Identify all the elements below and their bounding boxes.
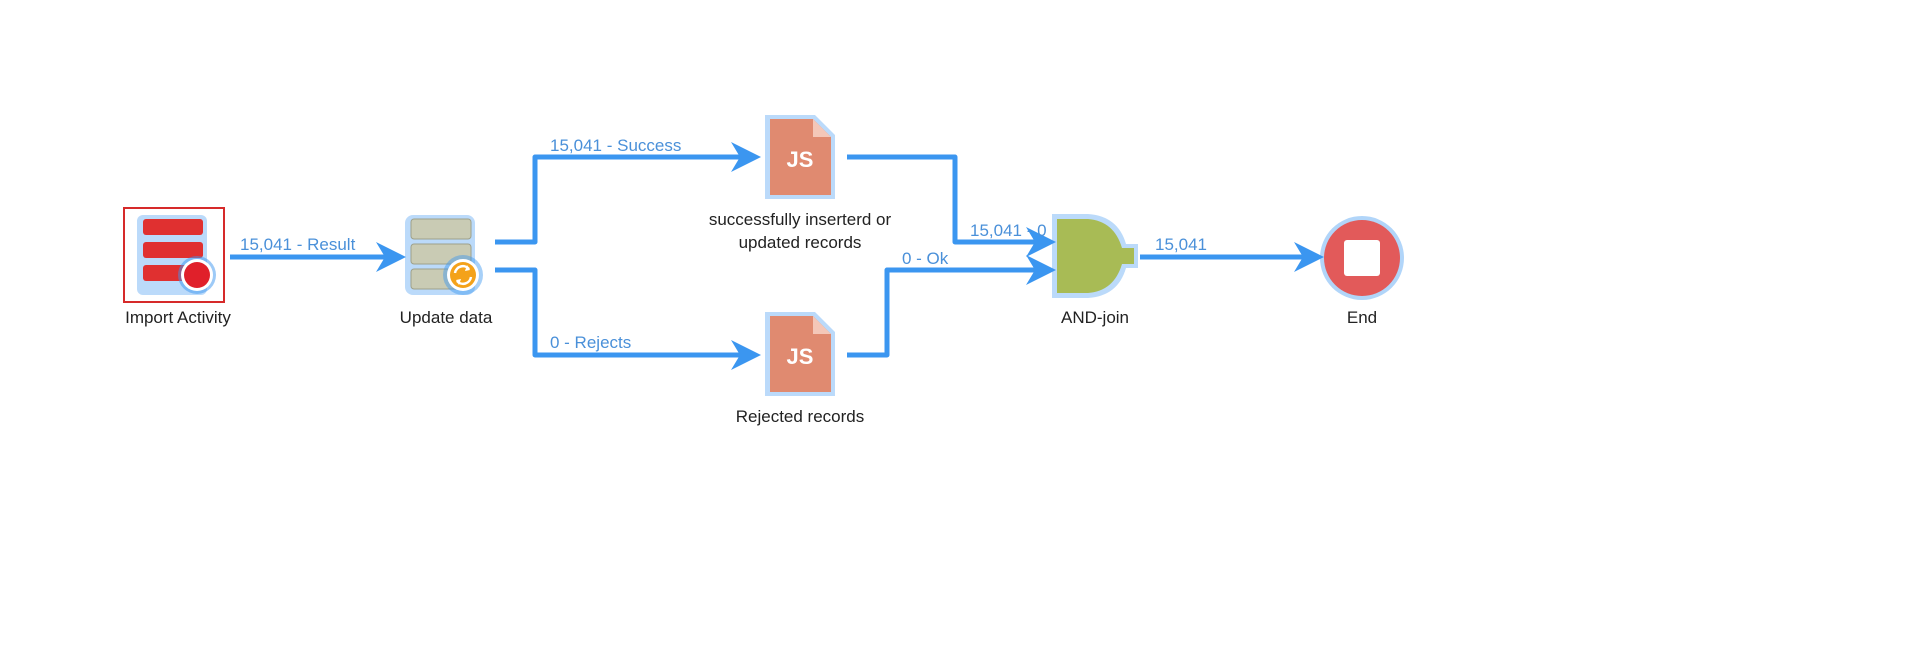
js-success-label-line2: updated records <box>738 233 862 252</box>
transition-rejects[interactable] <box>495 267 761 370</box>
transition-to-end-label[interactable]: 15,041 <box>1155 235 1207 254</box>
transition-success[interactable] <box>495 142 761 245</box>
transition-success-label[interactable]: 15,041 - Success <box>550 136 682 155</box>
end-node[interactable] <box>1318 214 1406 302</box>
import-activity-node[interactable] <box>135 213 219 297</box>
and-join-node[interactable] <box>1048 212 1140 300</box>
end-label: End <box>1346 308 1378 327</box>
update-data-icon <box>405 215 483 295</box>
js-rejects-badge: JS <box>787 344 814 369</box>
js-success-label-line1: successfully inserterd or <box>708 210 892 229</box>
update-data-node[interactable] <box>403 213 495 297</box>
javascript-file-icon: JS <box>765 115 835 199</box>
js-rejects-node[interactable]: JS <box>761 310 837 398</box>
selection-frame <box>123 207 225 303</box>
js-rejects-label: Rejected records <box>735 407 865 426</box>
import-database-icon <box>137 215 216 295</box>
transition-ok-upper[interactable] <box>847 154 1056 257</box>
js-success-node[interactable]: JS <box>761 113 837 201</box>
import-activity-label: Import Activity <box>125 308 231 327</box>
transition-ok-lower-label[interactable]: 0 - Ok <box>902 249 949 268</box>
transition-rejects-label[interactable]: 0 - Rejects <box>550 333 632 352</box>
update-data-label: Update data <box>399 308 493 327</box>
and-join-icon <box>1052 214 1138 298</box>
transition-ok-lower[interactable] <box>847 255 1056 358</box>
transition-ok-upper-label[interactable]: 15,041 - 0 <box>970 221 1047 240</box>
end-stop-icon <box>1320 216 1404 300</box>
transition-result-label[interactable]: 15,041 - Result <box>240 235 356 254</box>
javascript-file-icon: JS <box>765 312 835 396</box>
and-join-label: AND-join <box>1060 308 1130 327</box>
js-success-badge: JS <box>787 147 814 172</box>
